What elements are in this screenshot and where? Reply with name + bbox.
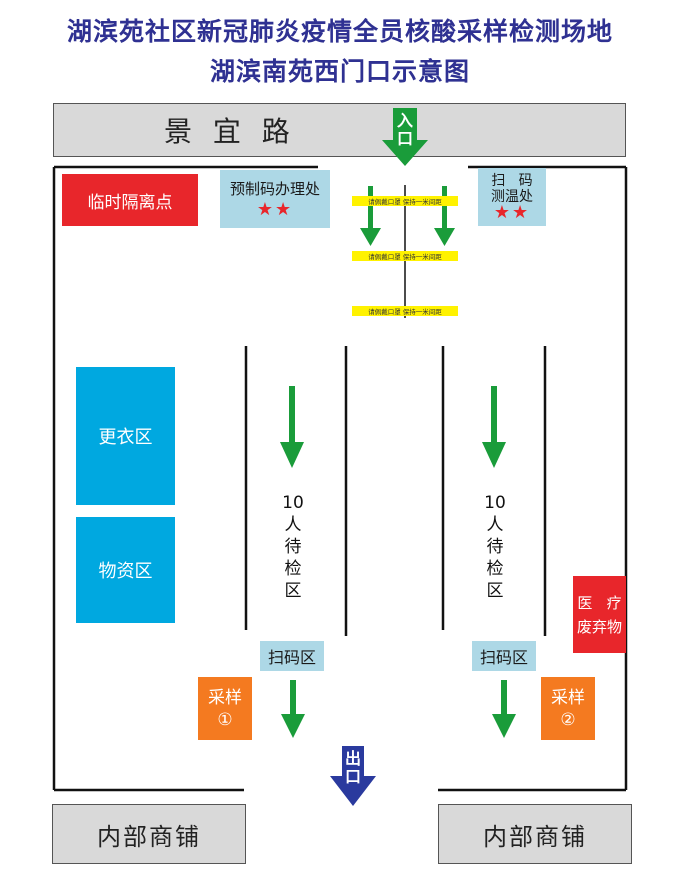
- shop-right-label: 内部商铺: [483, 822, 587, 851]
- precode-stars: ★★: [256, 199, 294, 220]
- exit-arrow: [330, 746, 376, 806]
- lane1-scan-area: 扫码区: [260, 641, 324, 671]
- precode-label: 预制码办理处: [229, 180, 320, 198]
- supplies-label: 物资区: [98, 561, 153, 582]
- entry-arrow-left-shaft: [368, 186, 373, 230]
- lane2-exit-arrow-head: [492, 714, 516, 738]
- entry-arrow-right-head: [434, 228, 455, 246]
- queue-sign-2: 请佩戴口罩 保持一米间距: [352, 251, 458, 261]
- shop-left-label: 内部商铺: [97, 822, 201, 851]
- internal-shop-right: 内部商铺: [438, 804, 632, 864]
- sample2-number: ②: [560, 709, 576, 730]
- title-line-2: 湖滨南苑西门口示意图: [209, 57, 470, 86]
- lane2-waiting-area: 10人待检区: [484, 493, 506, 601]
- entrance-arrow: [382, 108, 428, 166]
- lane2-exit-arrow-shaft: [501, 680, 507, 716]
- entrance-label: 入口: [396, 111, 413, 148]
- road-jingyi: 景 宜 路: [53, 103, 626, 157]
- title-line-1: 湖滨苑社区新冠肺炎疫情全员核酸采样检测场地: [66, 17, 613, 46]
- lane2-arrow-head: [482, 442, 506, 468]
- precode-office: 预制码办理处 ★★: [220, 170, 330, 228]
- lane1-waiting-area: 10人待检区: [282, 493, 304, 601]
- lane1-scan-label: 扫码区: [267, 648, 316, 667]
- lane1-exit-arrow-head: [281, 714, 305, 738]
- sample2-label: 采样: [551, 687, 585, 708]
- internal-shop-left: 内部商铺: [52, 804, 246, 864]
- queue-sign-3: 请佩戴口罩 保持一米间距: [352, 306, 458, 316]
- lane1-arrow-head: [280, 442, 304, 468]
- queue-sign-1: 请佩戴口罩 保持一米间距: [352, 196, 458, 206]
- road-label: 景 宜 路: [164, 115, 296, 148]
- lane2-scan-area: 扫码区: [472, 641, 536, 671]
- sample1-number: ①: [217, 709, 233, 730]
- lane1-exit-arrow-shaft: [290, 680, 296, 716]
- lane2-arrow-shaft: [491, 386, 497, 444]
- supplies-area: 物资区: [76, 517, 175, 623]
- medical-label-line2: 废弃物: [576, 617, 622, 636]
- scan-temperature-point: 扫 码 测温处 ★★: [478, 168, 546, 226]
- changing-label: 更衣区: [98, 427, 153, 448]
- entry-arrow-left-head: [360, 228, 381, 246]
- sampling-point-1: 采样 ①: [198, 677, 252, 740]
- lane1-arrow-shaft: [289, 386, 295, 444]
- temp-label-line1: 扫 码: [491, 173, 533, 189]
- lane2-scan-label: 扫码区: [479, 648, 528, 667]
- temp-stars: ★★: [493, 202, 531, 223]
- temp-label-line2: 测温处: [491, 189, 533, 205]
- entry-arrow-right-shaft: [442, 186, 447, 230]
- temporary-quarantine-point: 临时隔离点: [62, 174, 198, 226]
- quarantine-label: 临时隔离点: [87, 192, 173, 213]
- sample1-label: 采样: [208, 687, 242, 708]
- exit-label: 出口: [344, 749, 361, 786]
- sampling-point-2: 采样 ②: [541, 677, 595, 740]
- changing-area: 更衣区: [76, 367, 175, 505]
- medical-waste-area: 医 疗 废弃物: [573, 576, 626, 653]
- medical-label-line1: 医 疗: [577, 593, 622, 612]
